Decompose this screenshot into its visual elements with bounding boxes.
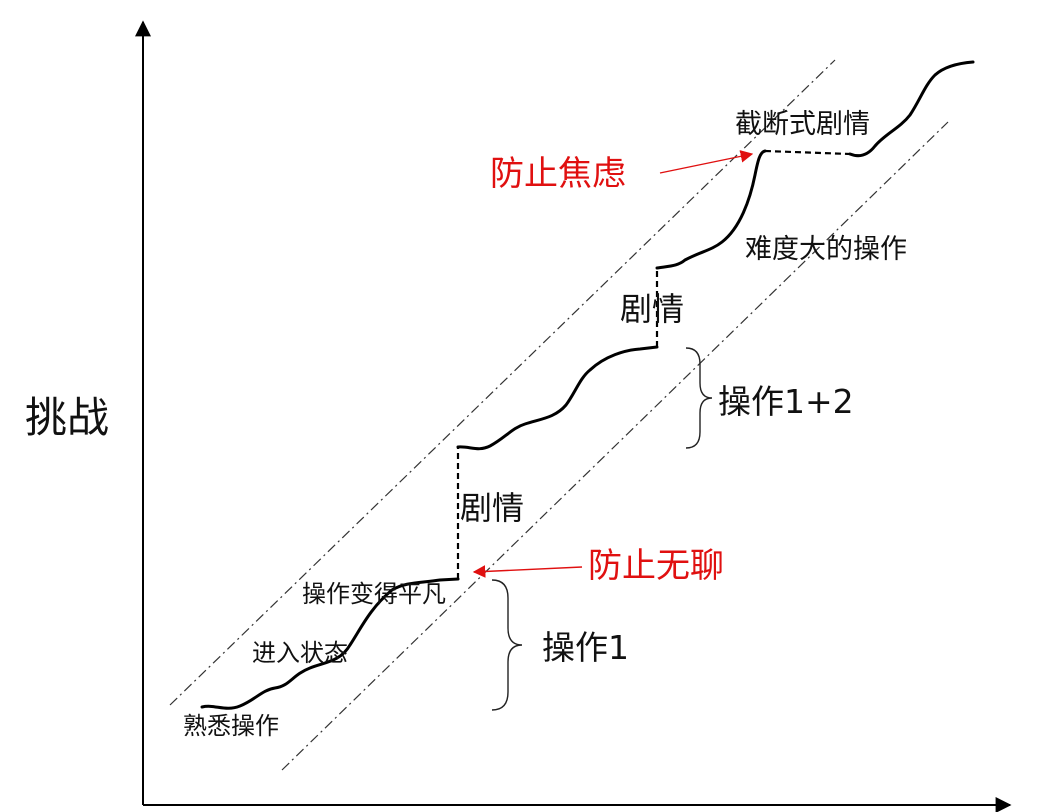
lower-boundary-line	[281, 121, 949, 771]
annotation-prevent-anxiety: 防止焦虑	[490, 154, 626, 194]
progress-curve-segment-1	[200, 577, 460, 710]
brace-ops-1	[491, 579, 523, 711]
pointer-prevent-boredom	[472, 565, 583, 578]
upper-boundary-line	[169, 59, 836, 706]
label-ops-1: 操作1	[542, 628, 629, 667]
progress-curve-segment-3	[655, 149, 767, 270]
progress-curve-segment-4	[848, 60, 975, 158]
progress-curve-segment-2	[456, 345, 659, 451]
label-familiar: 熟悉操作	[183, 712, 279, 740]
y-axis-label: 挑战	[25, 393, 109, 442]
label-enter-state: 进入状态	[252, 639, 348, 667]
pointer-prevent-anxiety	[659, 150, 754, 174]
annotation-prevent-boredom: 防止无聊	[588, 546, 724, 586]
cutscene-gap	[764, 149, 851, 156]
label-story-2: 剧情	[620, 290, 684, 328]
label-story-1: 剧情	[460, 489, 524, 527]
label-cutscene: 截断式剧情	[735, 109, 870, 140]
label-hard-ops: 难度大的操作	[745, 234, 907, 265]
label-becomes-ordinary: 操作变得平凡	[302, 580, 446, 608]
label-ops-1-2: 操作1+2	[718, 382, 854, 421]
brace-ops-1-2	[685, 347, 713, 449]
